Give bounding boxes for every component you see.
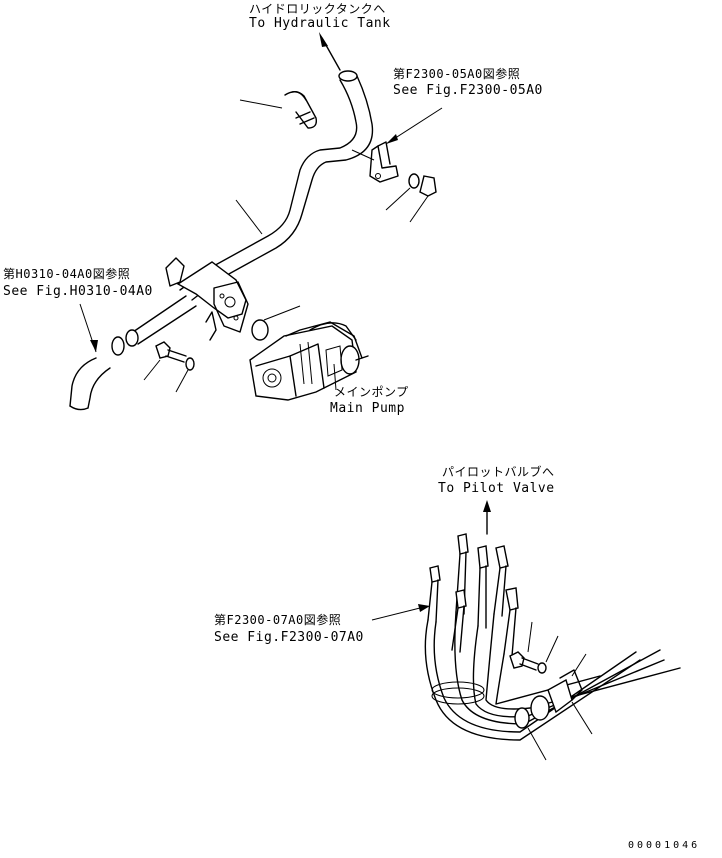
return-pipe	[179, 70, 374, 301]
bolt-washer-lower	[509, 621, 559, 674]
tank-label-jp: ハイドロリックタンクへ	[249, 2, 386, 16]
main-pump-label-jp: メインポンプ	[334, 385, 409, 399]
main-pump-label-en: Main Pump	[330, 401, 405, 416]
fig-f2300-05-label-en: See Fig.F2300-05A0	[393, 83, 543, 98]
tank-label-en: To Hydraulic Tank	[249, 16, 391, 31]
bolt-washer-upper	[143, 341, 195, 393]
pump-flange	[129, 257, 249, 345]
suction-hose	[69, 303, 139, 411]
pilot-label-jp: パイロットバルブへ	[442, 465, 555, 479]
fig-h0310-label-jp: 第H0310-04A0図参照	[3, 267, 131, 281]
upper-hose-clamp	[239, 90, 318, 129]
pilot-hoses	[424, 533, 681, 741]
pipe-leader	[235, 199, 263, 235]
pilot-arrow	[483, 500, 491, 535]
fig-f2300-05-label-jp: 第F2300-05A0図参照	[393, 67, 521, 81]
lower-clamps	[514, 653, 593, 761]
fig-f2300-07-label-en: See Fig.F2300-07A0	[214, 630, 364, 645]
pipe-end-top	[338, 70, 358, 82]
main-pump	[249, 321, 369, 401]
pilot-label-en: To Pilot Valve	[438, 481, 555, 496]
fig-h0310-label-en: See Fig.H0310-04A0	[3, 284, 153, 299]
o-ring	[251, 305, 301, 341]
fig-f2300-07-label-jp: 第F2300-07A0図参照	[214, 613, 342, 627]
drawing-number: 00001046	[628, 840, 701, 851]
tank-arrow	[319, 32, 341, 71]
fig-07-arrow	[371, 604, 430, 621]
washer-nut	[385, 173, 437, 223]
pipe-bracket	[351, 107, 443, 183]
